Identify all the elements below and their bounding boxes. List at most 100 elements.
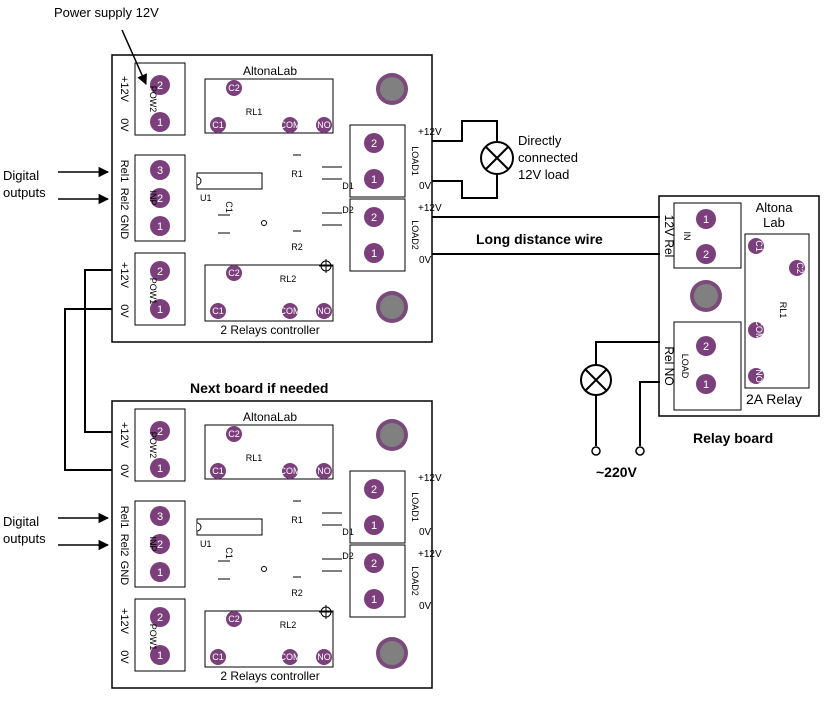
r1-label: R1 xyxy=(291,169,303,179)
inp-pad-2 xyxy=(150,534,170,554)
pow2-pad-1 xyxy=(150,112,170,132)
rl2-pin-c1-label: C1 xyxy=(212,306,224,316)
rl1-pin-c1-label: C1 xyxy=(212,120,224,130)
rl2-pin-com-label: COM xyxy=(280,306,301,316)
load2-pad-1-number: 1 xyxy=(371,594,377,606)
pow1-label: POW1 xyxy=(148,278,158,305)
rl2-pin-no xyxy=(316,649,332,665)
wire-load-lamp-top xyxy=(432,120,498,143)
rl1-pin-no xyxy=(316,117,332,133)
wire-mains-lamp xyxy=(595,341,660,366)
wire-0v-next-board xyxy=(64,308,112,471)
inp-pad-1-number: 1 xyxy=(157,221,163,233)
load1-pad-1-number: 1 xyxy=(371,520,377,532)
via xyxy=(261,566,267,572)
relay-load-pad-1-number: 1 xyxy=(703,379,709,391)
via xyxy=(261,220,267,226)
wire-mains-relay xyxy=(639,381,660,446)
load2-pad-2-number: 2 xyxy=(371,558,377,570)
load2-pad-1-number: 1 xyxy=(371,248,377,260)
pow2-pad-2 xyxy=(150,75,170,95)
mains-terminals-icon xyxy=(591,446,645,456)
load1-connector xyxy=(349,124,406,198)
brand-label: AltonaLab xyxy=(243,410,297,424)
pow1-pad-1-number: 1 xyxy=(157,304,163,316)
load2-0v: 0V xyxy=(419,255,432,266)
pow2-plus12: +12V xyxy=(118,422,130,449)
lamp-12v-icon xyxy=(480,141,514,175)
relay-rl1-outline xyxy=(744,233,810,389)
directly-connected-line2: connected xyxy=(518,150,578,165)
inp-label: INP xyxy=(148,536,158,551)
load2-pad-2 xyxy=(364,553,384,573)
relay-load-connector xyxy=(673,321,742,411)
brand-label: AltonaLab xyxy=(243,64,297,78)
rl1-outline xyxy=(204,78,334,134)
relay-pin-c1 xyxy=(748,238,764,254)
relay-brand-line2: Lab xyxy=(763,215,785,230)
load1-pad-1 xyxy=(364,169,384,189)
rl1-label: RL1 xyxy=(246,453,263,463)
rl1-pin-com-label: COM xyxy=(280,120,301,130)
load2-label: LOAD2 xyxy=(410,220,420,250)
pow2-0v: 0V xyxy=(118,464,130,478)
relay-rl1-label: RL1 xyxy=(778,302,788,319)
pow2-connector xyxy=(134,408,186,482)
load1-0v: 0V xyxy=(419,527,432,538)
directly-connected-line3: 12V load xyxy=(518,167,569,182)
u1-label: U1 xyxy=(200,539,212,549)
digital-outputs-bottom-line2: outputs xyxy=(3,531,46,546)
relay-brand-line1: Altona xyxy=(756,200,794,215)
c1-label: C1 xyxy=(224,201,234,213)
load2-pad-2-number: 2 xyxy=(371,212,377,224)
rl2-pin-no-label: NO xyxy=(317,652,331,662)
relay-pin-c2-label: C2 xyxy=(795,262,805,274)
load1-plus12: +12V xyxy=(418,127,442,138)
controller-board-bottom: 21POW2+12V0V321INPRel1Rel2GND21POW1+12V0… xyxy=(111,400,442,689)
power-supply-arrow xyxy=(121,29,147,85)
relay-in-pad-1-number: 1 xyxy=(703,214,709,226)
mount-hole-top-inner xyxy=(380,77,404,101)
rl2-pin-com xyxy=(282,303,298,319)
load1-connector xyxy=(349,470,406,544)
inp-gnd: GND xyxy=(118,215,130,240)
rl1-pin-c2 xyxy=(226,426,242,442)
inp-pad-2-number: 2 xyxy=(157,539,163,551)
load2-plus12: +12V xyxy=(418,203,442,214)
mount-hole-top-inner xyxy=(380,423,404,447)
u1-label: U1 xyxy=(200,193,212,203)
relay-side-bottom: Rel NO xyxy=(662,346,676,385)
wires xyxy=(64,120,660,471)
pow1-pad-1-number: 1 xyxy=(157,650,163,662)
digital-outputs-top-line1: Digital xyxy=(3,168,39,183)
r2-label: R2 xyxy=(291,242,303,252)
rl1-pin-com xyxy=(282,463,298,479)
mains-label: ~220V xyxy=(596,464,638,480)
pow2-pad-2 xyxy=(150,421,170,441)
rl1-pin-c1 xyxy=(210,117,226,133)
inp-connector xyxy=(134,500,186,588)
load2-plus12: +12V xyxy=(418,549,442,560)
rl2-pin-no-label: NO xyxy=(317,306,331,316)
inp-rel1: Rel1 xyxy=(118,160,130,183)
inp-pad-1 xyxy=(150,562,170,582)
load1-plus12: +12V xyxy=(418,473,442,484)
rl1-pin-c1-label: C1 xyxy=(212,466,224,476)
rl1-pin-com xyxy=(282,117,298,133)
pow1-0v: 0V xyxy=(118,304,130,318)
power-supply-label: Power supply 12V xyxy=(54,5,159,20)
rl2-pin-c2-label: C2 xyxy=(228,268,240,278)
relay-pin-com-label: COM xyxy=(754,320,764,341)
rl2-outline xyxy=(204,610,334,668)
rl1-pin-c2-label: C2 xyxy=(228,429,240,439)
load1-pad-2 xyxy=(364,479,384,499)
inp-rel2: Rel2 xyxy=(118,188,130,211)
load1-label: LOAD1 xyxy=(410,146,420,176)
board-outline xyxy=(111,54,433,343)
d1-label: D1 xyxy=(342,181,354,191)
controller-board-top: 21POW2+12V0V321INPRel1Rel2GND21POW1+12V0… xyxy=(111,54,442,343)
pow2-label: POW2 xyxy=(148,86,158,113)
relay-pin-com xyxy=(748,322,764,338)
inp-pad-2-number: 2 xyxy=(157,193,163,205)
